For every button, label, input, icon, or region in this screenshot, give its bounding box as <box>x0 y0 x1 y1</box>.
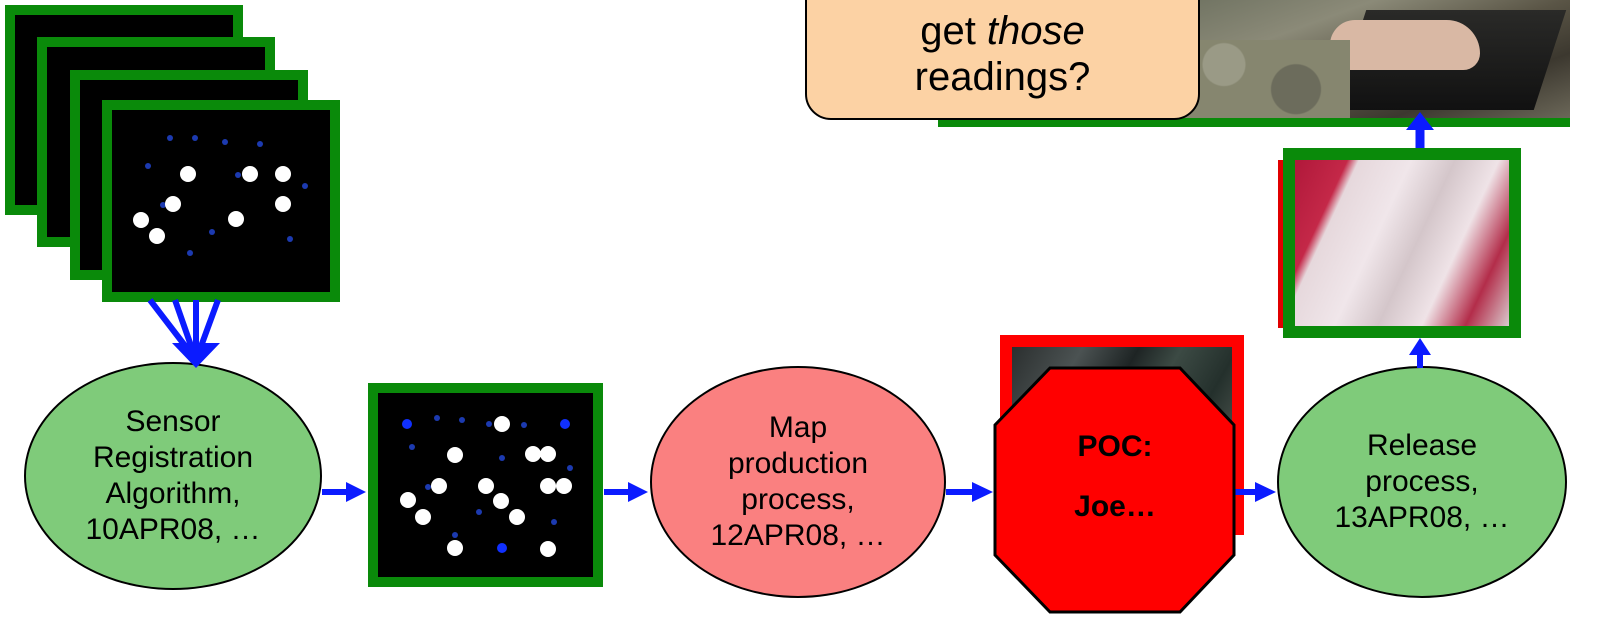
stack-dot <box>149 228 165 244</box>
reg-dot <box>567 465 573 471</box>
reg-dot <box>525 446 541 462</box>
map-production-node: Map production process, 12APR08, … <box>650 366 946 598</box>
reg-dot <box>560 419 570 429</box>
stack-dot <box>180 166 196 182</box>
flow-arrow-2 <box>604 482 648 502</box>
satellite-to-photo-arrow <box>1406 112 1434 148</box>
stack-dot <box>287 236 293 242</box>
photo-green-bar <box>938 118 1570 127</box>
soldier-laptop-photo <box>1150 0 1570 122</box>
release-process-node: Release process, 13APR08, … <box>1277 366 1567 598</box>
stack-dot <box>192 135 198 141</box>
reg-dot <box>486 421 492 427</box>
reg-dot <box>540 541 556 557</box>
converge-arrowhead <box>172 343 220 368</box>
flow-arrow-4 <box>1230 482 1276 502</box>
reg-dot <box>415 509 431 525</box>
reg-dot <box>540 478 556 494</box>
reg-dot <box>497 543 507 553</box>
stack-dot <box>145 163 151 169</box>
reg-dot <box>540 446 556 462</box>
poc-name: Joe… <box>1074 490 1156 523</box>
reg-dot <box>425 484 431 490</box>
reg-dot <box>494 416 510 432</box>
stack-dot <box>222 139 228 145</box>
hands <box>1330 20 1480 70</box>
stack-dot <box>133 212 149 228</box>
stack-dot <box>160 202 166 208</box>
release-to-satellite-arrow <box>1409 338 1431 368</box>
sensor-registration-label: Sensor Registration Algorithm, 10APR08, … <box>85 405 261 546</box>
stop-sign-label: POC: Joe… <box>1040 430 1190 524</box>
stack-dot <box>275 196 291 212</box>
reg-dot <box>551 519 557 525</box>
stack-dot <box>209 229 215 235</box>
reg-dot <box>402 419 412 429</box>
reg-dot <box>452 532 458 538</box>
reg-dot <box>476 509 482 515</box>
map-production-label: Map production process, 12APR08, … <box>710 411 886 552</box>
stack-dot <box>235 172 241 178</box>
stack-dot <box>257 141 263 147</box>
reg-dot <box>478 478 494 494</box>
reg-dot <box>521 422 527 428</box>
satellite-image-frame <box>1283 148 1521 338</box>
reg-dot <box>493 493 509 509</box>
reg-dot <box>499 455 505 461</box>
sensor-image-stack-frame-4 <box>102 100 340 302</box>
flow-arrow-3 <box>946 482 993 502</box>
stack-dot <box>165 196 181 212</box>
camo-sleeve <box>1170 40 1350 122</box>
sensor-registration-node: Sensor Registration Algorithm, 10APR08, … <box>24 362 322 590</box>
reg-dot <box>447 540 463 556</box>
satellite-image-red-edge <box>1278 160 1284 328</box>
stack-dot <box>187 250 193 256</box>
callout-line-1-prefix: get <box>920 9 987 53</box>
reg-dot <box>556 478 572 494</box>
flow-arrow-1 <box>322 482 366 502</box>
reg-dot <box>400 492 416 508</box>
sensor-image-stack-icon <box>133 135 308 256</box>
stack-dot <box>302 183 308 189</box>
callout-emphasis: those <box>986 9 1085 53</box>
stack-dot <box>242 166 258 182</box>
callout-line-2: readings? <box>914 55 1091 99</box>
question-callout: get those readings? <box>805 0 1200 120</box>
stack-dot <box>167 135 173 141</box>
poc-label: POC: <box>1077 430 1153 463</box>
reg-dot <box>459 417 465 423</box>
reg-dot <box>509 509 525 525</box>
callout-line-1: get those <box>920 8 1085 54</box>
reg-dot <box>447 447 463 463</box>
stack-dot <box>275 166 291 182</box>
reg-dot <box>431 478 447 494</box>
release-process-label: Release process, 13APR08, … <box>1334 429 1510 534</box>
reg-dot <box>409 444 415 450</box>
registered-sensor-image-icon <box>400 415 573 557</box>
stack-dot <box>228 211 244 227</box>
stop-sign-octagon <box>993 366 1236 614</box>
reg-dot <box>434 415 440 421</box>
